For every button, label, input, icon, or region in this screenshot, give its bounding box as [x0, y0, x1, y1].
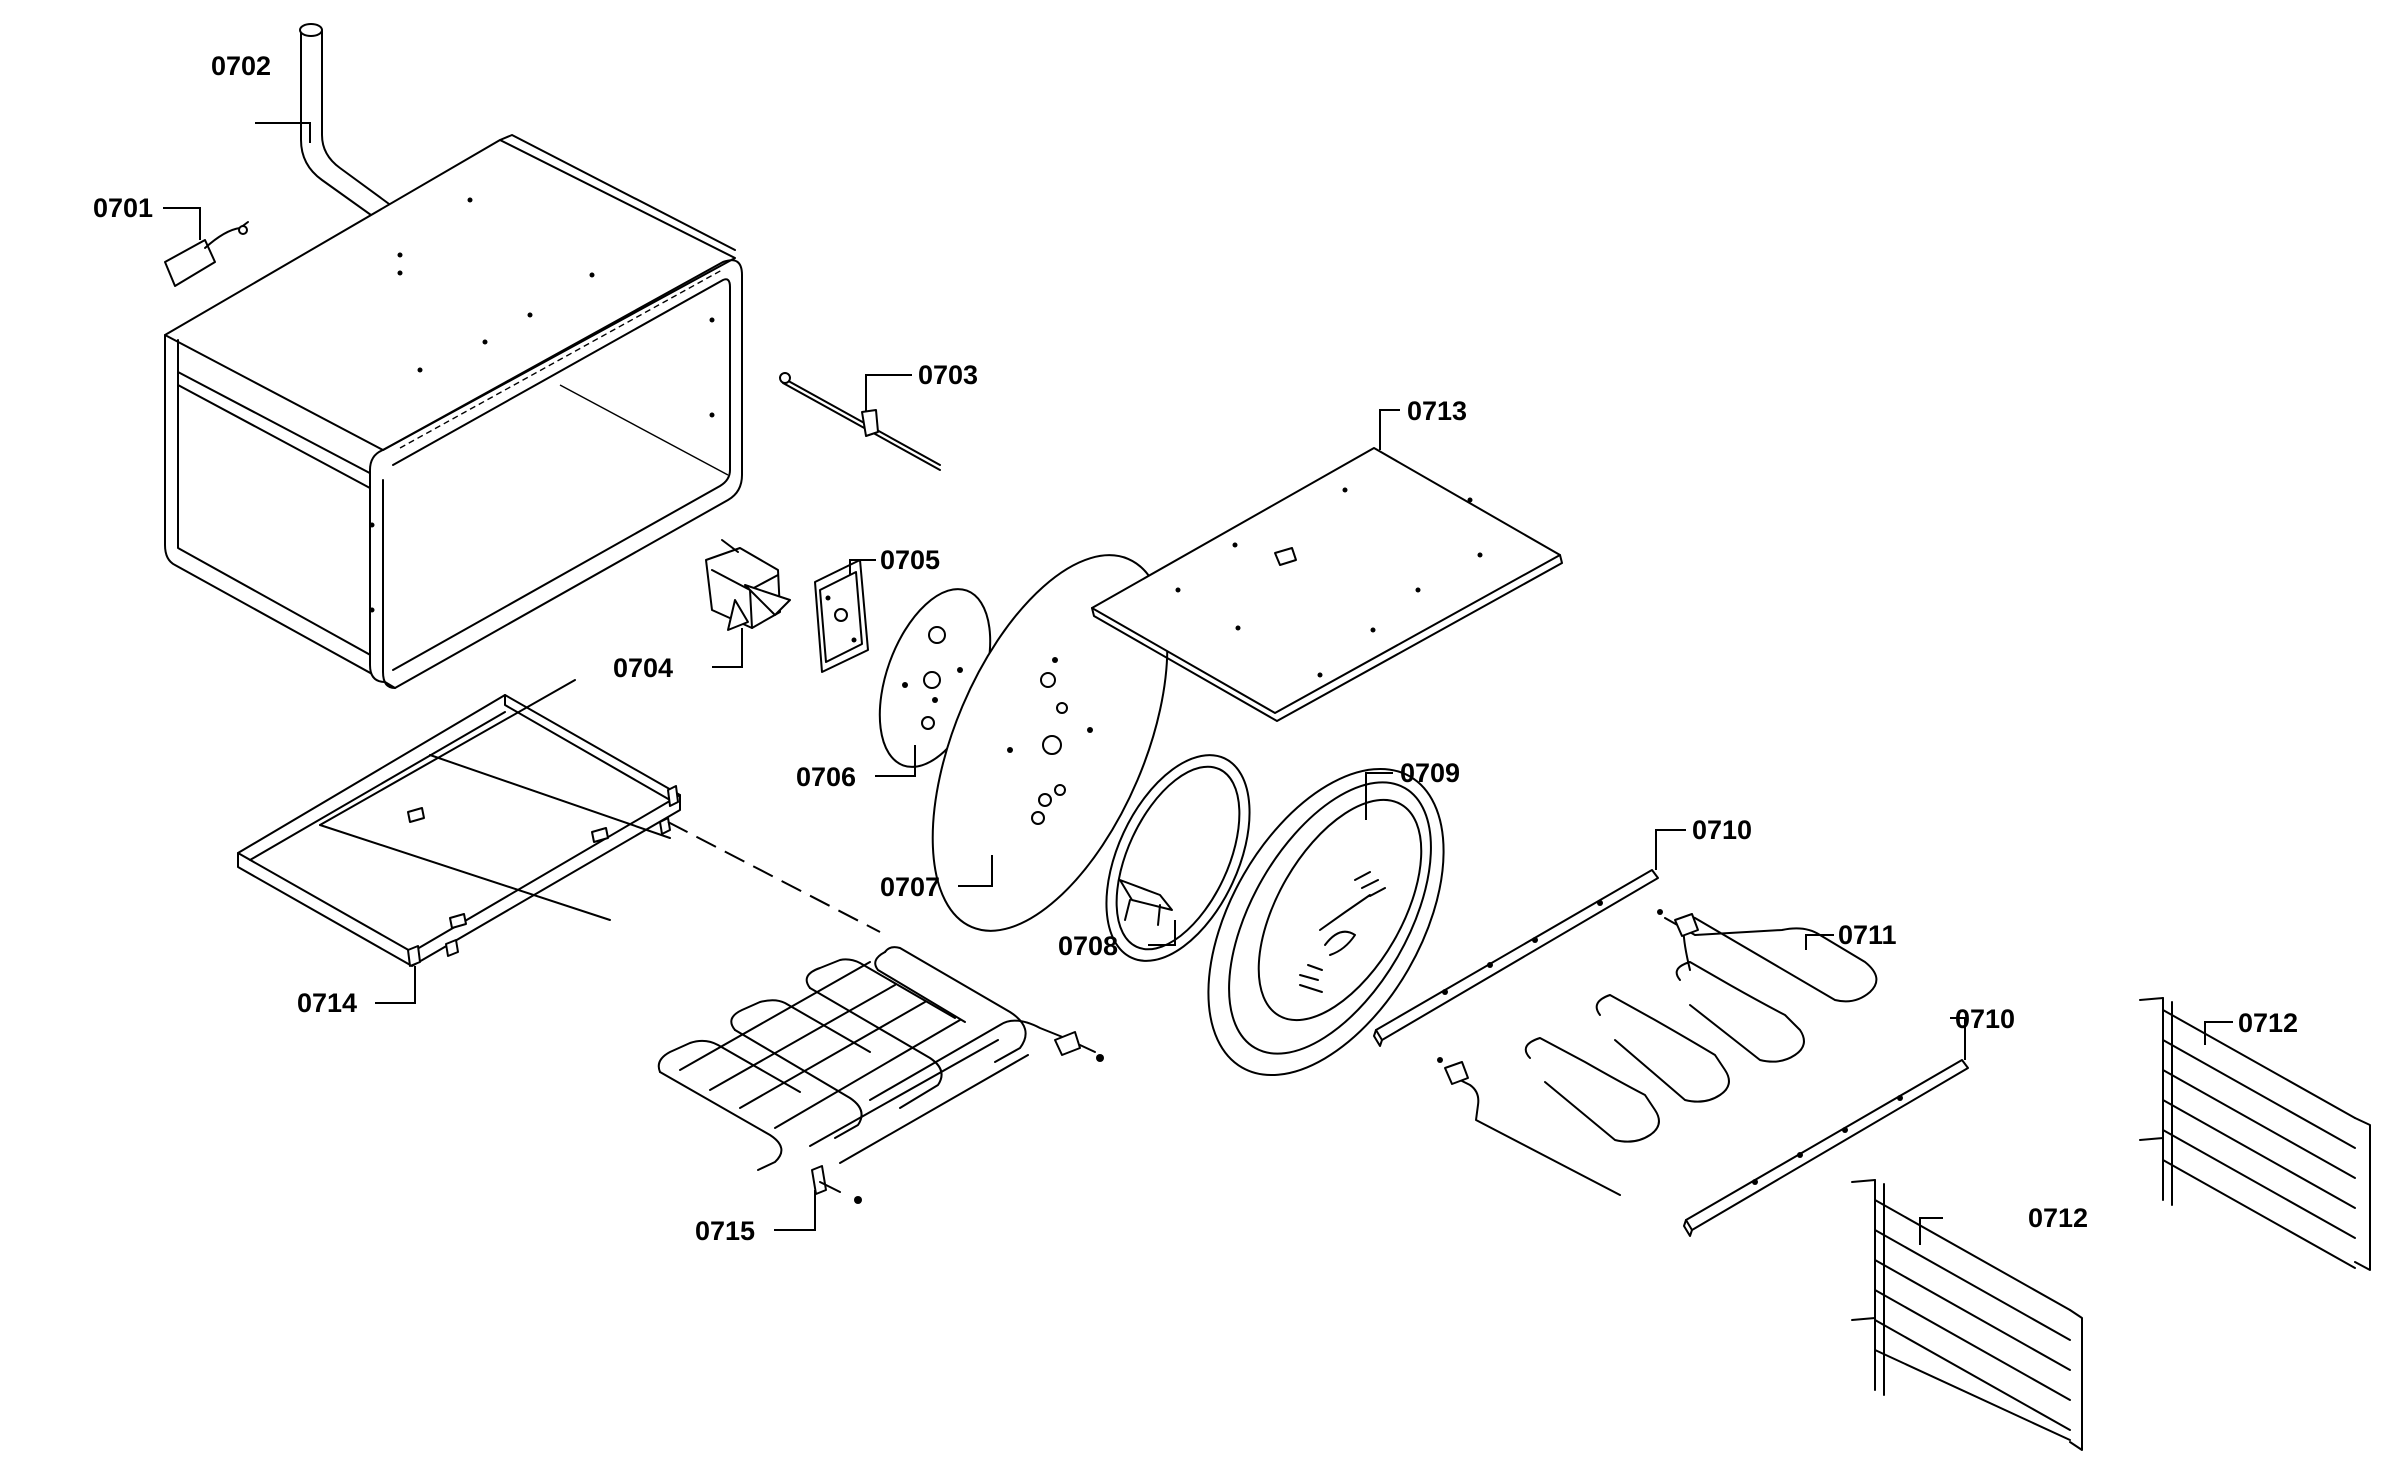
part-0707-back-panel [931, 554, 1169, 932]
callout-0702: 0702 [211, 51, 271, 81]
callout-0710-lower: 0710 [1955, 1004, 2015, 1034]
callout-0704: 0704 [613, 653, 673, 683]
callout-0709: 0709 [1400, 758, 1460, 788]
callout-0710-upper: 0710 [1692, 815, 1752, 845]
callout-0708: 0708 [1058, 931, 1118, 961]
callout-0703: 0703 [918, 360, 978, 390]
callout-0705: 0705 [880, 545, 940, 575]
part-0711-top-element [1437, 909, 1878, 1196]
part-0708-ring-element [1105, 754, 1251, 962]
callout-0711: 0711 [1838, 920, 1897, 950]
callout-0712-right: 0712 [2238, 1008, 2298, 1038]
part-0704-fan-motor [705, 539, 791, 631]
part-0712-side-rack-right [2139, 997, 2371, 1271]
callout-0713: 0713 [1407, 396, 1467, 426]
part-0710-rail-lower [1683, 1059, 1969, 1237]
part-0710-rail-upper [1373, 869, 1659, 1047]
callout-0706: 0706 [796, 762, 856, 792]
part-0714-bottom-tray [237, 679, 681, 967]
leader-lines [163, 122, 2233, 1245]
part-0712-side-rack-left [1851, 1179, 2083, 1451]
callout-0712-left: 0712 [2028, 1203, 2088, 1233]
part-0713-top-panel [1091, 447, 1563, 722]
callout-0714: 0714 [297, 988, 357, 1018]
part-0703-probe-rod [779, 372, 941, 471]
callout-labels: 0702 0701 0703 0704 0705 0706 0707 0708 … [93, 51, 2298, 1246]
part-0715-bottom-element [657, 946, 1104, 1204]
alignment-line [667, 821, 881, 933]
part-0705-mounting-plate [814, 559, 869, 673]
part-0701-sensor [164, 221, 249, 287]
part-oven-cavity [164, 134, 743, 689]
callout-0707: 0707 [880, 872, 940, 902]
part-0709-fan-cover [1207, 767, 1445, 1077]
callout-0715: 0715 [695, 1216, 755, 1246]
callout-0701: 0701 [93, 193, 153, 223]
